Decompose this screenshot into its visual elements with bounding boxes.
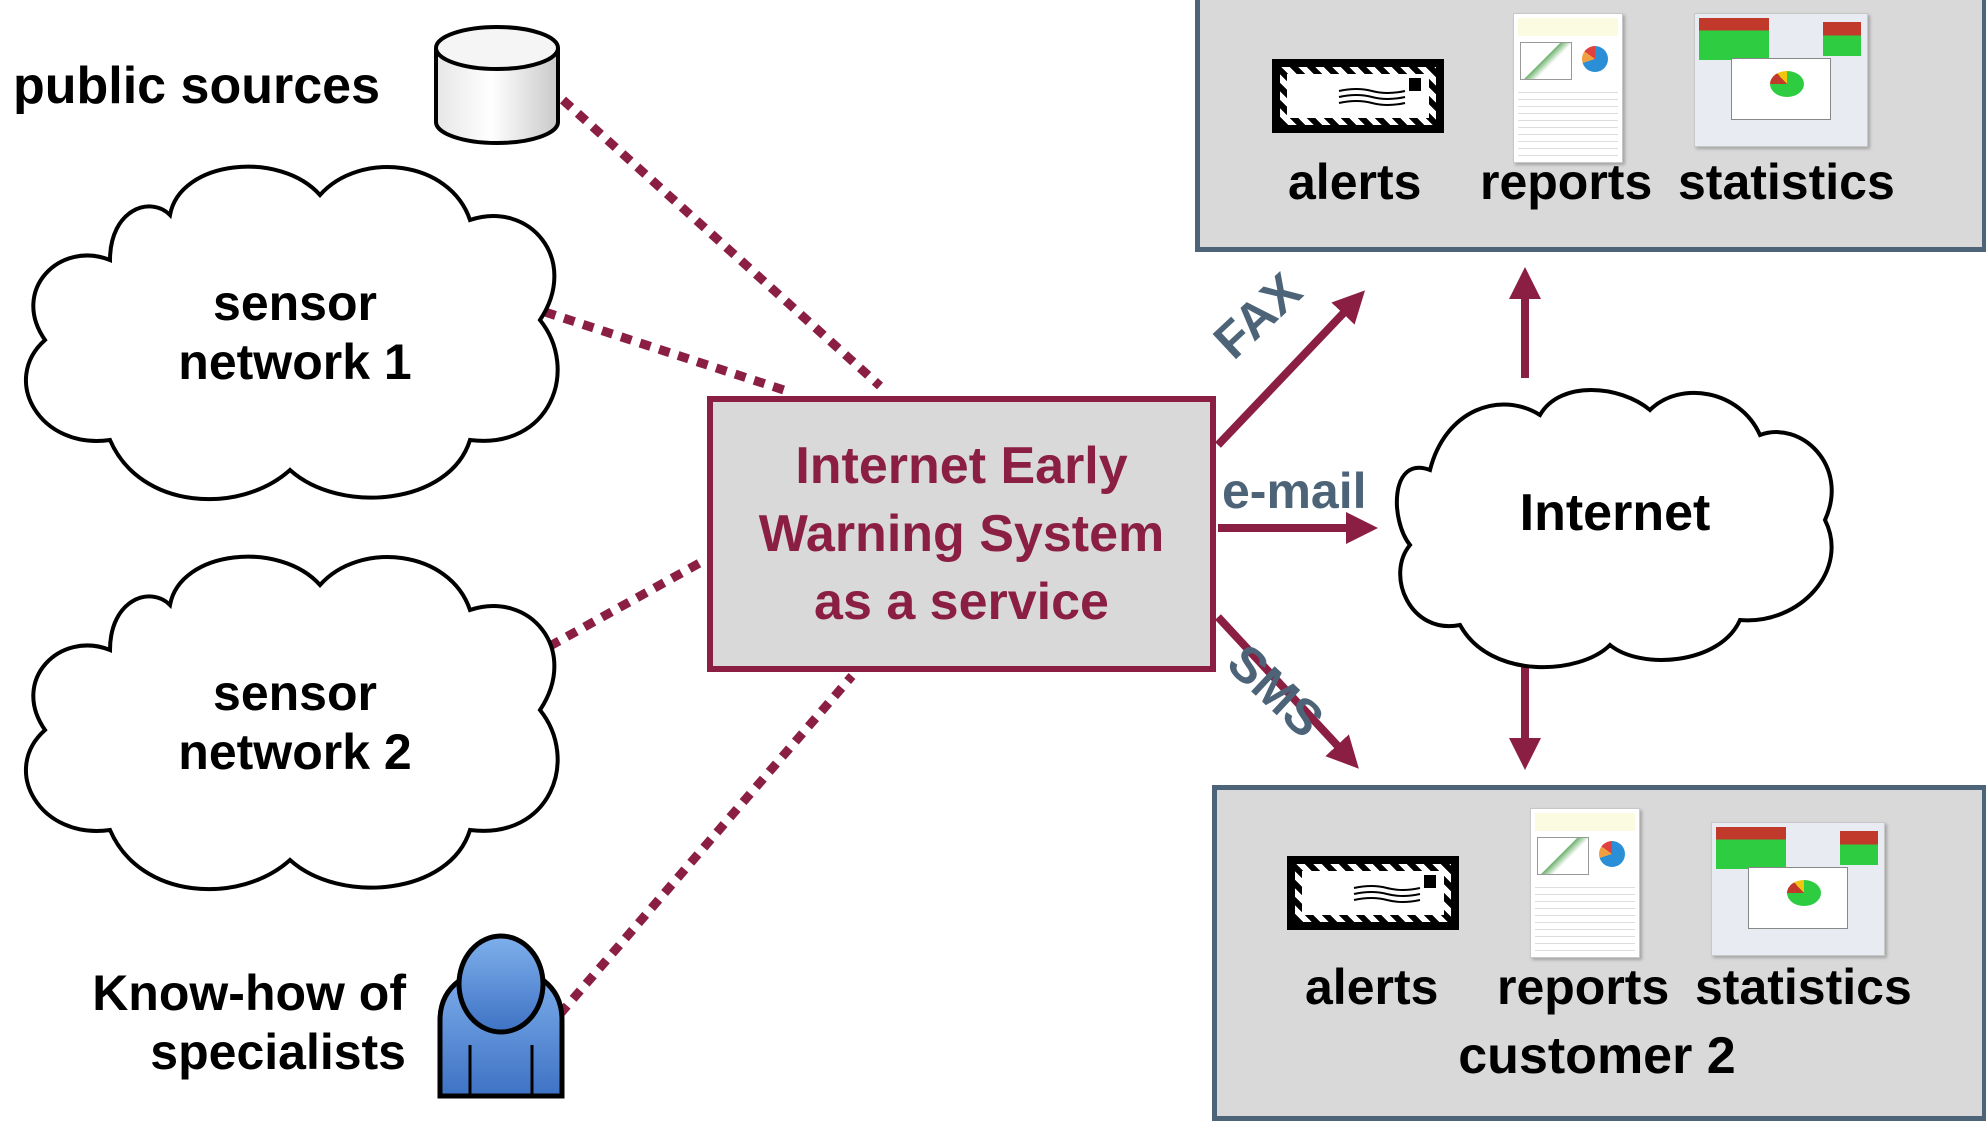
- database-icon: [434, 25, 560, 145]
- customer2-reports-label: reports: [1497, 959, 1670, 1015]
- sensor-network-1-label: sensor network 1: [178, 275, 412, 390]
- cloud-icon-sensor-network-1: [24, 164, 560, 502]
- cloud-icon-internet: [1394, 388, 1834, 670]
- envelope-icon: [1287, 856, 1459, 930]
- email-label: e-mail: [1222, 463, 1367, 519]
- specialists-label: Know-how of specialists: [92, 965, 406, 1080]
- iews-label: Internet Early Warning System as a servi…: [758, 437, 1165, 631]
- customer2-statistics-label: statistics: [1695, 959, 1912, 1015]
- fax-arrow: [1215, 290, 1366, 448]
- connector-sensor-network-1: [543, 307, 792, 397]
- customer-2-box: alerts reports statistics customer 2: [1212, 785, 1986, 1121]
- connector-specialists: [556, 673, 856, 1017]
- connector-sensor-network-2: [529, 556, 708, 660]
- sensor-network-2-label: sensor network 2: [178, 665, 412, 780]
- envelope-icon: [1272, 59, 1444, 133]
- customer2-alerts-label: alerts: [1305, 959, 1439, 1015]
- internet-early-warning-system-box: Internet Early Warning System as a servi…: [707, 396, 1216, 672]
- customer2-title: customer 2: [1458, 1027, 1736, 1085]
- report-thumbnail: [1530, 808, 1640, 958]
- internet-label: Internet: [1519, 484, 1711, 542]
- customer1-statistics-label: statistics: [1678, 154, 1895, 210]
- public-sources-label: public sources: [13, 57, 380, 115]
- sms-arrow: [1215, 614, 1359, 769]
- statistics-screenshot: [1694, 13, 1868, 147]
- report-thumbnail: [1513, 13, 1623, 163]
- customer1-alerts-label: alerts: [1288, 154, 1422, 210]
- person-icon: [437, 933, 565, 1099]
- customer-1-box: alerts reports statistics: [1195, 0, 1986, 252]
- statistics-screenshot: [1711, 822, 1885, 956]
- connector-public-sources: [559, 96, 884, 390]
- cloud-icon-sensor-network-2: [24, 554, 560, 892]
- customer1-reports-label: reports: [1480, 154, 1653, 210]
